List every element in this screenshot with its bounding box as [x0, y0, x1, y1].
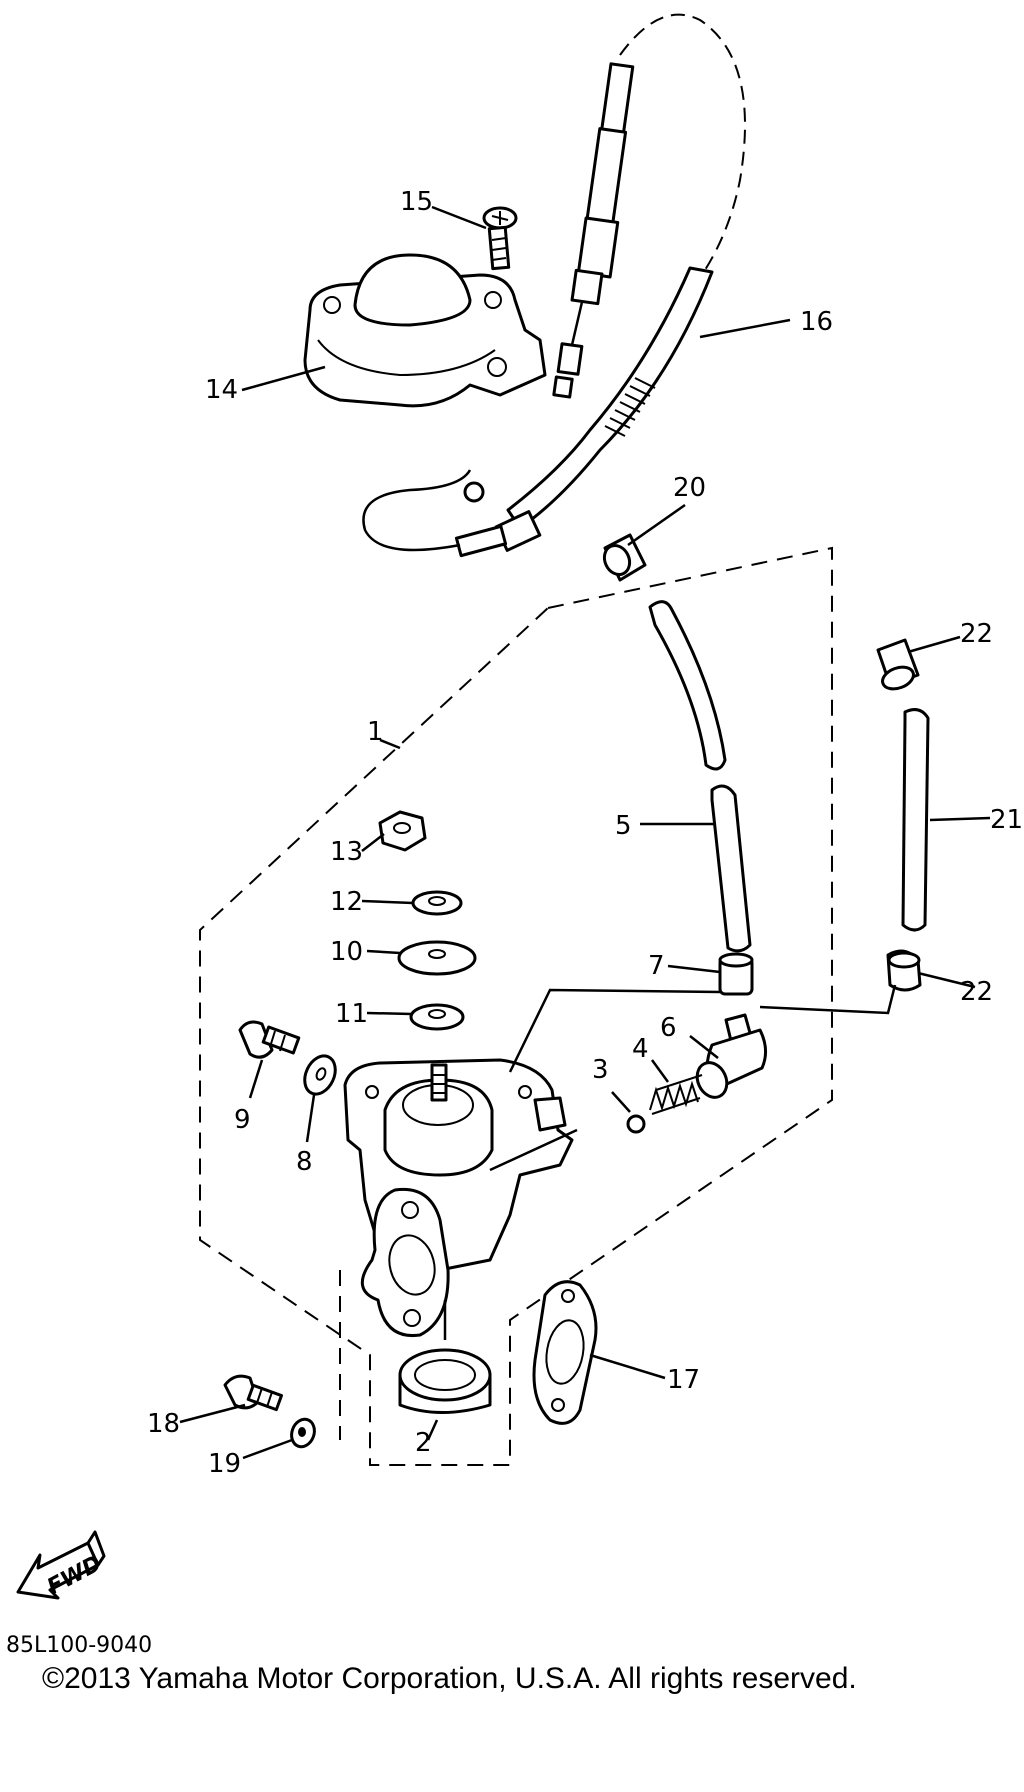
- leader-3: [611, 1091, 631, 1113]
- label-19: 19: [208, 1449, 241, 1479]
- leader-22a: [907, 635, 961, 654]
- tube-21: [901, 708, 930, 932]
- label-4: 4: [632, 1034, 649, 1064]
- label-22a: 22: [960, 619, 993, 649]
- label-7: 7: [648, 951, 665, 981]
- label-3: 3: [592, 1055, 609, 1085]
- seal-2: [398, 1348, 492, 1414]
- cap-22-bottom: [886, 949, 922, 992]
- fitting-6: [695, 1013, 767, 1099]
- label-5: 5: [615, 811, 632, 841]
- leader-2: [426, 1419, 439, 1441]
- label-15: 15: [400, 187, 433, 217]
- leader-14: [241, 365, 326, 392]
- leader-13: [361, 833, 385, 852]
- leader-12: [361, 899, 414, 905]
- throttle-cable: [362, 13, 746, 558]
- washer-10: [397, 940, 477, 976]
- cover: [303, 253, 547, 408]
- nut-13: [378, 810, 427, 852]
- washer-8: [303, 1054, 337, 1096]
- label-18: 18: [147, 1409, 180, 1439]
- leader-16: [699, 318, 791, 339]
- label-6: 6: [660, 1013, 677, 1043]
- screw: [482, 206, 518, 271]
- washer-19: [290, 1417, 316, 1449]
- label-8: 8: [296, 1147, 313, 1177]
- label-1: 1: [367, 717, 384, 747]
- label-2: 2: [415, 1428, 432, 1458]
- leader-19: [242, 1438, 293, 1460]
- leader-1-body: [508, 988, 721, 1073]
- part-code: 85L100-9040: [6, 1633, 153, 1658]
- ball-3: [626, 1114, 646, 1134]
- leader-11: [366, 1011, 413, 1016]
- washer-11: [409, 1003, 465, 1031]
- bolt-18: [223, 1374, 283, 1412]
- label-13: 13: [330, 837, 363, 867]
- cap-20: [602, 533, 647, 582]
- washer-12: [411, 890, 463, 916]
- label-9: 9: [234, 1105, 251, 1135]
- label-12: 12: [330, 887, 363, 917]
- label-16: 16: [800, 307, 833, 337]
- leader-6: [689, 1035, 719, 1059]
- leader-21: [929, 816, 991, 822]
- sleeve-7: [718, 952, 754, 996]
- leader-10: [366, 949, 401, 955]
- label-17: 17: [667, 1365, 700, 1395]
- label-21: 21: [990, 805, 1023, 835]
- spring-4: [649, 1074, 703, 1115]
- connection-line: [759, 984, 897, 1015]
- leader-15: [431, 205, 487, 230]
- leader-1: [379, 738, 401, 750]
- cap-22-top: [876, 638, 920, 691]
- fwd-arrow-icon: FWD: [16, 1530, 106, 1600]
- leader-18: [179, 1403, 246, 1424]
- leader-20: [627, 503, 686, 547]
- leader-7: [667, 964, 721, 974]
- label-11: 11: [335, 999, 368, 1029]
- label-10: 10: [330, 937, 363, 967]
- leader-9: [248, 1059, 264, 1099]
- gasket-17: [532, 1280, 598, 1425]
- leader-22b: [917, 971, 976, 989]
- tube-5: [648, 600, 752, 953]
- copyright-notice: ©2013 Yamaha Motor Corporation, U.S.A. A…: [42, 1662, 857, 1695]
- leader-17: [589, 1353, 666, 1380]
- assembly-outline: [199, 546, 833, 1466]
- leader-4: [650, 1059, 670, 1083]
- pump-body: [343, 1058, 578, 1338]
- leader-8: [305, 1094, 316, 1143]
- label-22b: 22: [960, 977, 993, 1007]
- label-14: 14: [205, 375, 238, 405]
- bolt-9: [238, 1020, 301, 1059]
- label-20: 20: [673, 473, 706, 503]
